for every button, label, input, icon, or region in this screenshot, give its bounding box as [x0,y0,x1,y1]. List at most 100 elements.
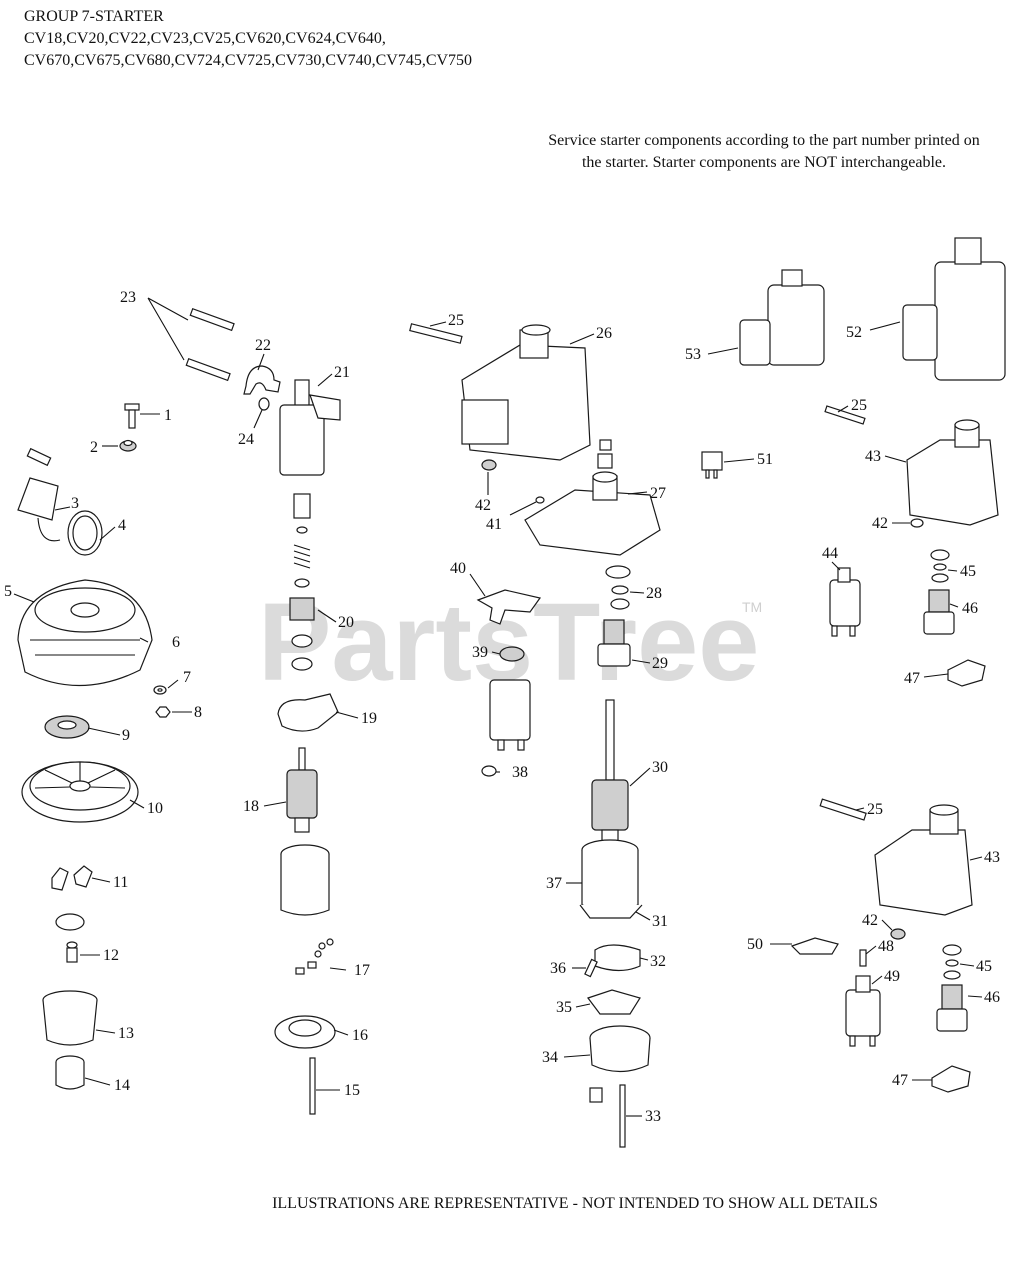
callout-52[interactable]: 52 [846,324,862,341]
callout-19[interactable]: 19 [361,710,377,727]
callout-18[interactable]: 18 [243,798,259,815]
callout-17[interactable]: 17 [354,962,370,979]
callout-35[interactable]: 35 [556,999,572,1016]
callout-46-upper[interactable]: 46 [962,600,978,617]
callout-46-lower[interactable]: 46 [984,989,1000,1006]
callout-6[interactable]: 6 [172,634,180,651]
part-2-nut[interactable] [119,439,137,452]
part-52-starter[interactable] [902,237,1006,381]
callout-37[interactable]: 37 [546,875,562,892]
callout-3[interactable]: 3 [71,495,79,512]
part-40-drive-lever[interactable] [476,589,542,625]
callout-7[interactable]: 7 [183,669,191,686]
callout-25-middle[interactable]: 25 [851,397,867,414]
callout-51[interactable]: 51 [757,451,773,468]
part-37-frame[interactable] [579,839,643,919]
part-11-pawls[interactable] [51,865,93,891]
part-50-plate[interactable] [790,937,839,955]
callout-40[interactable]: 40 [450,560,466,577]
part-46-drive-lower[interactable] [936,984,968,1032]
part-39-plunger[interactable] [499,646,525,662]
part-38-nut[interactable] [481,765,497,777]
callout-13[interactable]: 13 [118,1025,134,1042]
part-47-brush-holder-upper[interactable] [947,659,986,687]
part-35-plate[interactable] [587,989,641,1015]
part-25-bolt-lower[interactable] [819,798,867,821]
callout-27[interactable]: 27 [650,485,666,502]
part-solenoid-column3[interactable] [489,679,531,751]
part-9-spacer[interactable] [44,715,90,739]
part-33-through-bolt[interactable] [589,1084,626,1148]
part-46-drive-upper[interactable] [923,589,955,635]
callout-32[interactable]: 32 [650,953,666,970]
part-42-nut-right-upper[interactable] [910,518,924,528]
part-3-handle[interactable] [17,447,61,542]
callout-25-lower[interactable]: 25 [867,801,883,818]
callout-44[interactable]: 44 [822,545,838,562]
callout-43-lower[interactable]: 43 [984,849,1000,866]
callout-42-right-lower[interactable]: 42 [862,912,878,929]
callout-22[interactable]: 22 [255,337,271,354]
callout-31[interactable]: 31 [652,913,668,930]
callout-45-lower[interactable]: 45 [976,958,992,975]
part-30-armature[interactable] [591,699,629,851]
callout-12[interactable]: 12 [103,947,119,964]
callout-26[interactable]: 26 [596,325,612,342]
callout-10[interactable]: 10 [147,800,163,817]
part-15-through-bolt[interactable] [309,1057,316,1115]
callout-43-upper[interactable]: 43 [865,448,881,465]
callout-53[interactable]: 53 [685,346,701,363]
callout-33[interactable]: 33 [645,1108,661,1125]
part-29-drive[interactable] [597,619,631,667]
callout-48[interactable]: 48 [878,938,894,955]
part-23-bolts[interactable] [185,307,235,382]
callout-25-upper[interactable]: 25 [448,312,464,329]
part-14-cap[interactable] [55,1055,85,1090]
part-22-clamp[interactable] [243,365,281,395]
callout-9[interactable]: 9 [122,727,130,744]
part-34-end-cap[interactable] [589,1025,651,1073]
callout-2[interactable]: 2 [90,439,98,456]
part-27-small-bushings[interactable] [597,439,613,469]
part-12-retainer[interactable] [55,913,85,963]
part-16-end-plate[interactable] [274,1015,336,1049]
part-4-rope[interactable] [67,510,103,556]
callout-29[interactable]: 29 [652,655,668,672]
callout-47-lower[interactable]: 47 [892,1072,908,1089]
callout-36[interactable]: 36 [550,960,566,977]
callout-41[interactable]: 41 [486,516,502,533]
part-36-screw[interactable] [584,958,598,978]
part-32-brush-holder[interactable] [594,944,641,972]
part-42-nut-right-lower[interactable] [890,928,906,940]
callout-16[interactable]: 16 [352,1027,368,1044]
callout-39[interactable]: 39 [472,644,488,661]
part-43-starter-upper[interactable] [906,419,999,526]
callout-8[interactable]: 8 [194,704,202,721]
callout-49[interactable]: 49 [884,968,900,985]
part-21-starter-assembly[interactable] [279,379,341,476]
callout-34[interactable]: 34 [542,1049,558,1066]
callout-24[interactable]: 24 [238,431,254,448]
callout-45-upper[interactable]: 45 [960,563,976,580]
callout-42-right-upper[interactable]: 42 [872,515,888,532]
part-8-nut[interactable] [155,706,171,718]
callout-11[interactable]: 11 [113,874,128,891]
part-43-starter-lower[interactable] [874,804,973,916]
part-26-starter-assembly[interactable] [461,324,591,461]
callout-38[interactable]: 38 [512,764,528,781]
part-42-nut-upper[interactable] [481,459,497,471]
callout-1[interactable]: 1 [164,407,172,424]
callout-50[interactable]: 50 [747,936,763,953]
callout-28[interactable]: 28 [646,585,662,602]
part-49-solenoid[interactable] [845,975,881,1047]
part-41-nut[interactable] [535,496,545,504]
callout-5[interactable]: 5 [4,583,12,600]
part-10-pulley[interactable] [21,761,139,823]
part-1-screw[interactable] [124,403,140,429]
part-25-bolt-middle[interactable] [824,405,866,425]
callout-15[interactable]: 15 [344,1082,360,1099]
part-6-housing[interactable] [17,579,153,687]
callout-47-upper[interactable]: 47 [904,670,920,687]
part-starter-frame[interactable] [280,844,330,916]
callout-30[interactable]: 30 [652,759,668,776]
